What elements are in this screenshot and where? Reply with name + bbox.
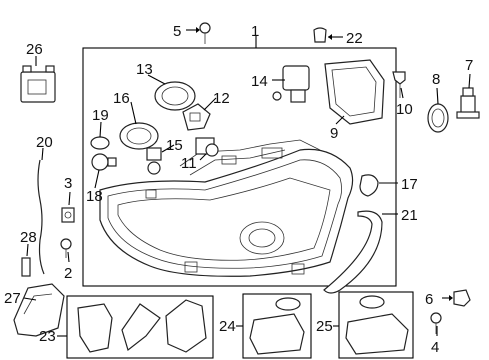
bulb-18: [91, 153, 117, 171]
control-module-26: [20, 65, 56, 103]
screw-2: [60, 238, 72, 258]
trim-strip-21: [323, 210, 383, 294]
seal-ring-8: [427, 103, 449, 133]
headlamp-housing: [99, 139, 354, 277]
seal-19: [90, 136, 110, 150]
bulb-15: [146, 147, 162, 175]
screw-10: [392, 71, 406, 98]
cap-22: [313, 27, 327, 43]
callout-26: 26: [26, 41, 43, 58]
gasket-ring-13: [154, 81, 196, 111]
module-box-25: [338, 291, 414, 359]
hose-20: [37, 159, 45, 275]
callout-20: 20: [36, 134, 53, 151]
callout-9: 9: [330, 125, 338, 142]
callout-27: 27: [4, 290, 21, 307]
clip-3: [61, 207, 75, 223]
back-cover-9: [324, 59, 385, 125]
callout-18: 18: [86, 188, 103, 205]
bracket-kit-23: [77, 299, 207, 353]
callout-12: 12: [213, 90, 230, 107]
bracket-kit-box-23: [66, 295, 214, 359]
callout-3: 3: [64, 175, 72, 192]
callout-17: 17: [401, 176, 418, 193]
callout-6: 6: [425, 291, 433, 308]
callout-14: 14: [251, 73, 268, 90]
callout-21: 21: [401, 207, 418, 224]
callout-8: 8: [432, 71, 440, 88]
xenon-bulb-7: [456, 87, 480, 119]
screw-28: [21, 257, 31, 277]
bracket-27: [13, 283, 65, 337]
cover-cap-16: [119, 122, 159, 150]
control-module-25: [345, 295, 409, 355]
control-module-24: [249, 297, 305, 355]
callout-1: 1: [251, 23, 259, 40]
callout-23: 23: [39, 328, 56, 345]
screw-5: [199, 22, 211, 44]
callout-22: 22: [346, 30, 363, 47]
callout-2: 2: [64, 265, 72, 282]
callout-13: 13: [136, 61, 153, 78]
callout-28: 28: [20, 229, 37, 246]
callout-7: 7: [465, 57, 473, 74]
bulb-socket-11: [195, 137, 219, 157]
headlamp-assembly-frame: [82, 47, 397, 287]
callout-5: 5: [173, 23, 181, 40]
callout-16: 16: [113, 90, 130, 107]
actuator-14: [272, 65, 310, 103]
callout-4: 4: [431, 339, 439, 356]
callout-11: 11: [181, 155, 197, 172]
bulb-socket-12: [182, 103, 211, 131]
callout-19: 19: [92, 107, 109, 124]
cap-17: [359, 174, 379, 197]
callout-25: 25: [316, 318, 333, 335]
callout-24: 24: [219, 318, 236, 335]
bolt-4: [430, 312, 442, 334]
nut-6: [453, 289, 471, 307]
callout-15: 15: [166, 137, 183, 154]
callout-10: 10: [396, 101, 413, 118]
